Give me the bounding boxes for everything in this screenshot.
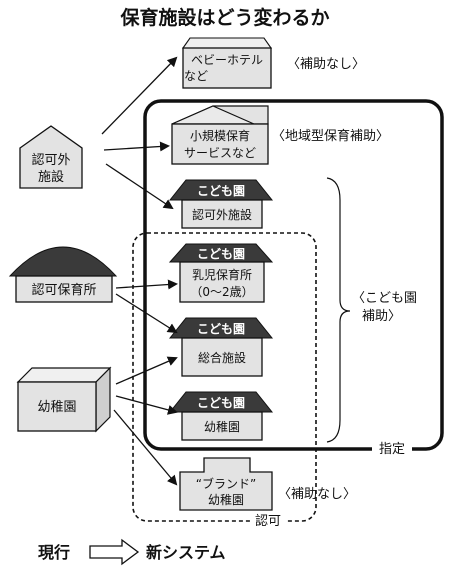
baby-hotel-label-1: ベビーホテル bbox=[191, 53, 263, 67]
nyuuji-hoikusho-label: 乳児保育所 bbox=[192, 267, 252, 282]
designated-area-frame bbox=[143, 99, 444, 451]
kodomoen-ninkagai-house: こども園 認可外施設 bbox=[168, 179, 274, 229]
kodomoen-badge-3: こども園 bbox=[197, 322, 245, 336]
shitei-label: 指定 bbox=[379, 442, 405, 457]
baby-hotel-label-2: など bbox=[184, 69, 208, 83]
youchien-box-label: 幼稚園 bbox=[204, 420, 240, 434]
brand-label-2: 幼稚園 bbox=[208, 493, 244, 507]
youchien-cube: 幼稚園 bbox=[16, 366, 112, 433]
youchien-label: 幼稚園 bbox=[37, 400, 76, 415]
small-scale-house: 小規模保育 サービスなど bbox=[171, 105, 269, 165]
arrow-ninkagai-to-smallscale bbox=[103, 141, 170, 152]
ninkagai-house: 認可外 施設 bbox=[19, 125, 83, 189]
arrow-hoikusho-to-nyuuji bbox=[115, 279, 178, 290]
kodomoen-sougou-house: こども園 総合施設 bbox=[168, 317, 274, 377]
kodomoen-brace bbox=[326, 177, 351, 443]
kodomoen-subsidy-label-2: 補助〉 bbox=[362, 309, 401, 324]
legend-current: 現行 bbox=[38, 543, 70, 562]
ninka-hoikusho-house: 認可保育所 bbox=[8, 246, 118, 303]
kodomoen-youchien-house: こども園 幼稚園 bbox=[168, 391, 274, 441]
ninkagai-label-2: 施設 bbox=[38, 169, 64, 185]
diagram-title: 保育施設はどう変わるか bbox=[119, 6, 329, 29]
kodomoen-subsidy-label-1: 〈こども園 bbox=[352, 291, 417, 306]
shitei-label-bg bbox=[372, 439, 412, 457]
sougou-shisetsu-label: 総合施設 bbox=[198, 350, 246, 365]
kodomoen-badge-1: こども園 bbox=[197, 184, 245, 198]
arrow-youchien-to-kodomoen bbox=[115, 395, 178, 415]
kodomoen-badge-2: こども園 bbox=[197, 247, 245, 261]
ninkagai-label-1: 認可外 bbox=[31, 152, 70, 168]
kodomoen-badge-4: こども園 bbox=[197, 396, 245, 410]
arrow-youchien-to-brand bbox=[113, 409, 178, 486]
arrow-youchien-to-sougou bbox=[115, 356, 178, 385]
regional-subsidy-label: 〈地域型保育補助〉 bbox=[272, 128, 389, 144]
brand-youchien-house: “ブランド” 幼稚園 bbox=[179, 457, 273, 511]
no-subsidy-label-2: 〈補助なし〉 bbox=[278, 487, 356, 502]
arrow-ninkagai-to-kodomoen bbox=[105, 163, 174, 210]
age-range-label: （0～2歳） bbox=[190, 285, 253, 299]
legend-new: 新システム bbox=[146, 543, 226, 562]
small-scale-label-2: サービスなど bbox=[184, 146, 256, 160]
arrows bbox=[101, 56, 178, 486]
ninka-hoikusho-label: 認可保育所 bbox=[31, 282, 96, 298]
small-scale-label-1: 小規模保育 bbox=[190, 128, 250, 143]
brand-label-1: “ブランド” bbox=[196, 476, 256, 491]
kodomoen-ninkagai-label: 認可外施設 bbox=[192, 207, 252, 222]
legend-arrow bbox=[89, 538, 140, 566]
ninka-label: 認可 bbox=[255, 513, 281, 529]
arrow-hoikusho-to-sougou bbox=[115, 293, 178, 334]
kodomoen-nyuuji-house: こども園 乳児保育所 （0～2歳） bbox=[168, 243, 274, 303]
arrow-ninkagai-to-babyhotel bbox=[101, 56, 178, 135]
no-subsidy-label-1: 〈補助なし〉 bbox=[287, 57, 365, 72]
ninka-label-bg bbox=[250, 511, 286, 529]
baby-hotel-house: ベビーホテル など bbox=[181, 37, 273, 89]
